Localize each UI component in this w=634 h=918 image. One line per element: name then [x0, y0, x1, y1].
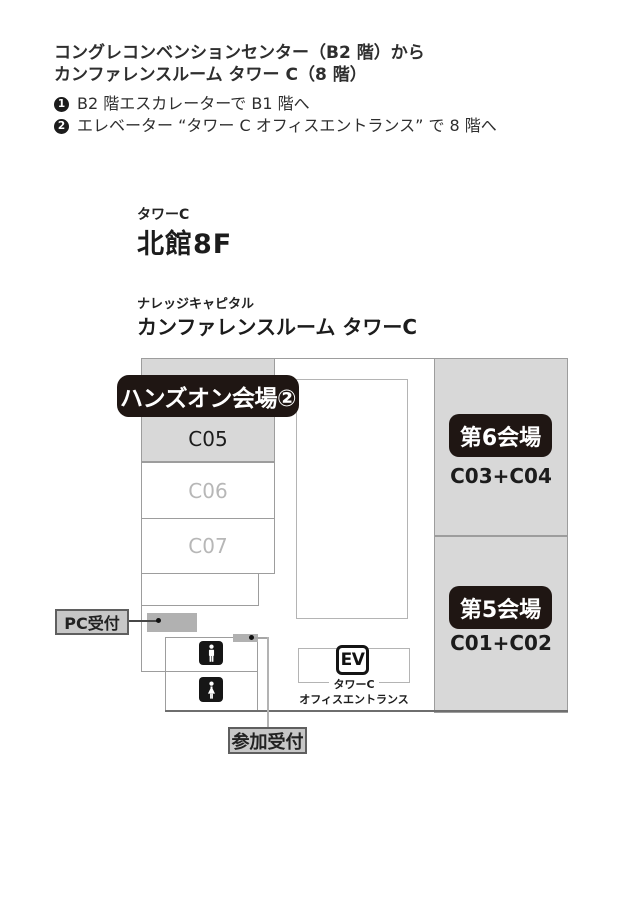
map-step-boundary-line	[141, 671, 166, 672]
elevator-caption-entrance: オフィスエントランス	[299, 693, 409, 706]
registration-dot	[249, 635, 254, 640]
room-c07: C07	[141, 518, 275, 574]
step-1-number-icon: 1	[54, 96, 69, 112]
directions-header: コングレコンベンションセンター（B2 階）から カンファレンスルーム タワー C…	[54, 42, 425, 86]
room-c07-label: C07	[188, 534, 228, 558]
registration-connector-line-horizontal	[253, 637, 269, 639]
hands-on-venue-badge: ハンズオン会場②	[117, 375, 299, 417]
tower-label: タワーC	[137, 207, 190, 223]
pc-reception-callout: PC受付	[55, 609, 129, 635]
room-unlabeled	[141, 573, 259, 606]
pc-reception-dot	[156, 618, 161, 623]
venue6-rooms-label: C03+C04	[450, 464, 552, 488]
map-bottom-boundary-line	[165, 710, 568, 712]
venue6-badge: 第6会場	[449, 414, 552, 457]
direction-step-2: 2 エレベーター “タワー C オフィスエントランス” で 8 階へ	[54, 115, 497, 137]
female-restroom-icon	[199, 677, 223, 702]
venue5-rooms-label: C01+C02	[450, 631, 552, 655]
registration-desk	[233, 634, 258, 642]
directions-steps: 1 B2 階エスカレーターで B1 階へ 2 エレベーター “タワー C オフィ…	[54, 93, 497, 137]
step-2-number-icon: 2	[54, 118, 69, 134]
pc-reception-connector-line	[128, 620, 158, 622]
venue5-badge: 第5会場	[449, 586, 552, 629]
step-2-text: エレベーター “タワー C オフィスエントランス” で 8 階へ	[77, 116, 497, 135]
facility-label: ナレッジキャピタル	[137, 297, 255, 312]
map-top-boundary-line	[141, 358, 568, 359]
map-left-boundary-line	[141, 605, 142, 672]
building-floor-title: 北館8F	[137, 229, 233, 260]
registration-connector-line-vertical	[267, 637, 269, 728]
male-restroom-icon	[199, 641, 223, 665]
room-c06: C06	[141, 462, 275, 519]
room-c05-label: C05	[188, 427, 228, 451]
directions-to-line: カンファレンスルーム タワー C（8 階）	[54, 65, 367, 85]
directions-from-line: コングレコンベンションセンター（B2 階）から	[54, 43, 425, 63]
venue-title: カンファレンスルーム タワーC	[137, 315, 418, 339]
elevator-icon: EV	[336, 645, 369, 675]
restroom-divider-line	[165, 671, 258, 672]
central-hall-area	[296, 379, 408, 619]
room-c06-label: C06	[188, 478, 228, 503]
step-1-text: B2 階エスカレーターで B1 階へ	[77, 94, 310, 113]
direction-step-1: 1 B2 階エスカレーターで B1 階へ	[54, 93, 497, 115]
registration-callout: 参加受付	[228, 727, 307, 754]
pc-reception-desk	[147, 613, 197, 632]
elevator-caption-tower: タワーC	[296, 676, 412, 692]
